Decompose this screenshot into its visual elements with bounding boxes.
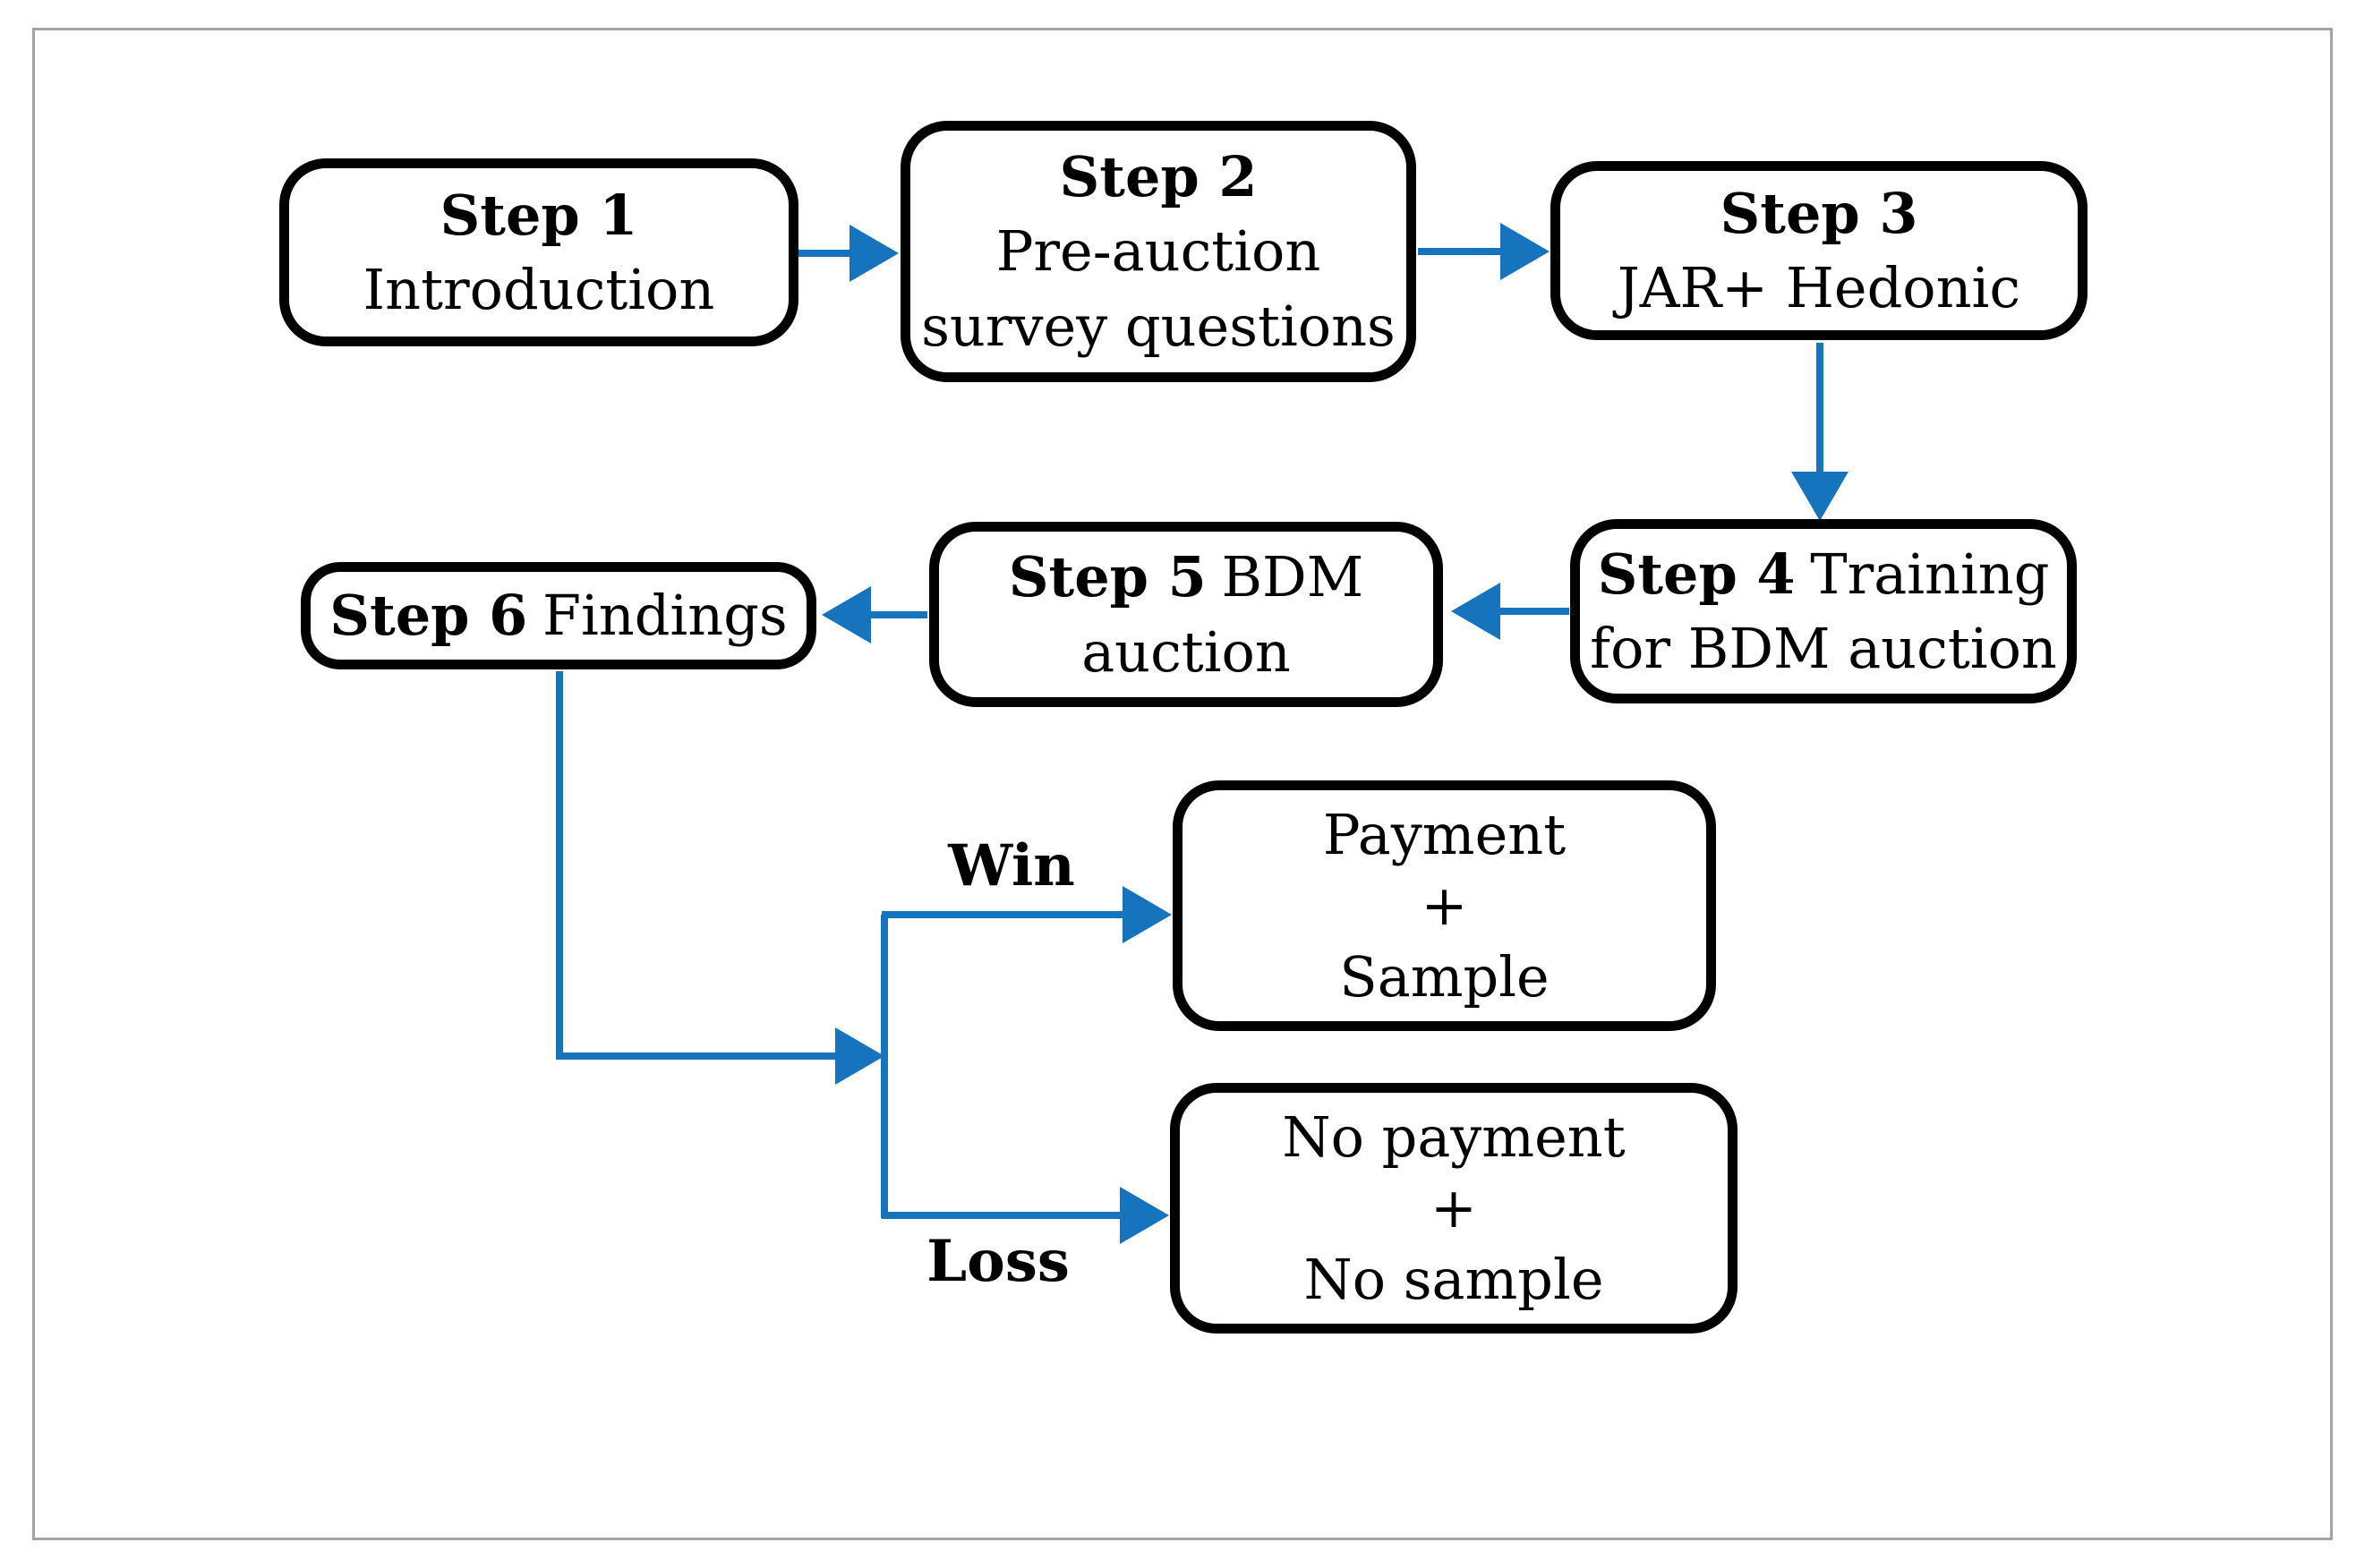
figure-frame (32, 28, 2333, 1540)
node-step2-text-line1: Pre-auction (995, 218, 1321, 285)
node-step2-title: Step 2 (1060, 140, 1258, 214)
arrowhead-step1-step2 (850, 225, 899, 282)
node-step5-text-line2: auction (1081, 618, 1291, 685)
arrowhead-loss (1120, 1187, 1169, 1244)
node-step4-text-line1: Training (1810, 541, 2050, 607)
node-step2: Step 2 Pre-auction survey questions (901, 121, 1416, 382)
arrow-step6-junction (556, 671, 836, 1060)
arrowhead-step3-step4 (1791, 472, 1848, 521)
node-step3-text: JAR+ Hedonic (1617, 255, 2021, 320)
node-step3: Step 3 JAR+ Hedonic (1550, 161, 2088, 340)
arrowhead-step2-step3 (1500, 223, 1550, 280)
node-win-outcome: Payment + Sample (1173, 780, 1716, 1031)
node-step2-step-label: Step 2 (1059, 144, 1258, 210)
node-step2-text-line2: survey questions (921, 293, 1396, 359)
node-step5-step-label: Step 5 (1008, 544, 1207, 610)
node-step1-text: Introduction (363, 257, 715, 322)
node-step5-text-line1: BDM (1221, 544, 1364, 610)
node-step6-text: Findings (542, 583, 788, 649)
node-step3-title: Step 3 (1720, 176, 1918, 251)
node-step1-title: Step 1 (440, 178, 638, 252)
win-outcome-plus: + (1421, 873, 1468, 939)
arrowhead-win (1123, 886, 1172, 943)
node-step4-step-label: Step 4 (1597, 541, 1796, 607)
loss-outcome-line3: No sample (1303, 1246, 1604, 1312)
loss-outcome-line1: No payment (1282, 1104, 1626, 1170)
node-loss-outcome: No payment + No sample (1170, 1083, 1737, 1334)
node-step3-step-label: Step 3 (1720, 180, 1918, 246)
win-outcome-line1: Payment (1322, 801, 1567, 867)
node-step4-text-line2: for BDM auction (1590, 616, 2057, 681)
arrowhead-step6-junction (835, 1027, 884, 1085)
win-edge-label: Win (948, 832, 1075, 899)
node-step1: Step 1 Introduction (279, 158, 798, 346)
win-outcome-line3: Sample (1339, 943, 1550, 1010)
arrowhead-step4-step5 (1451, 583, 1500, 640)
loss-outcome-plus: + (1430, 1175, 1477, 1241)
loss-edge-label: Loss (926, 1228, 1070, 1295)
arrowhead-step5-step6 (822, 586, 871, 643)
node-step1-step-label: Step 1 (440, 182, 638, 248)
node-step6-step-label: Step 6 (329, 583, 528, 649)
